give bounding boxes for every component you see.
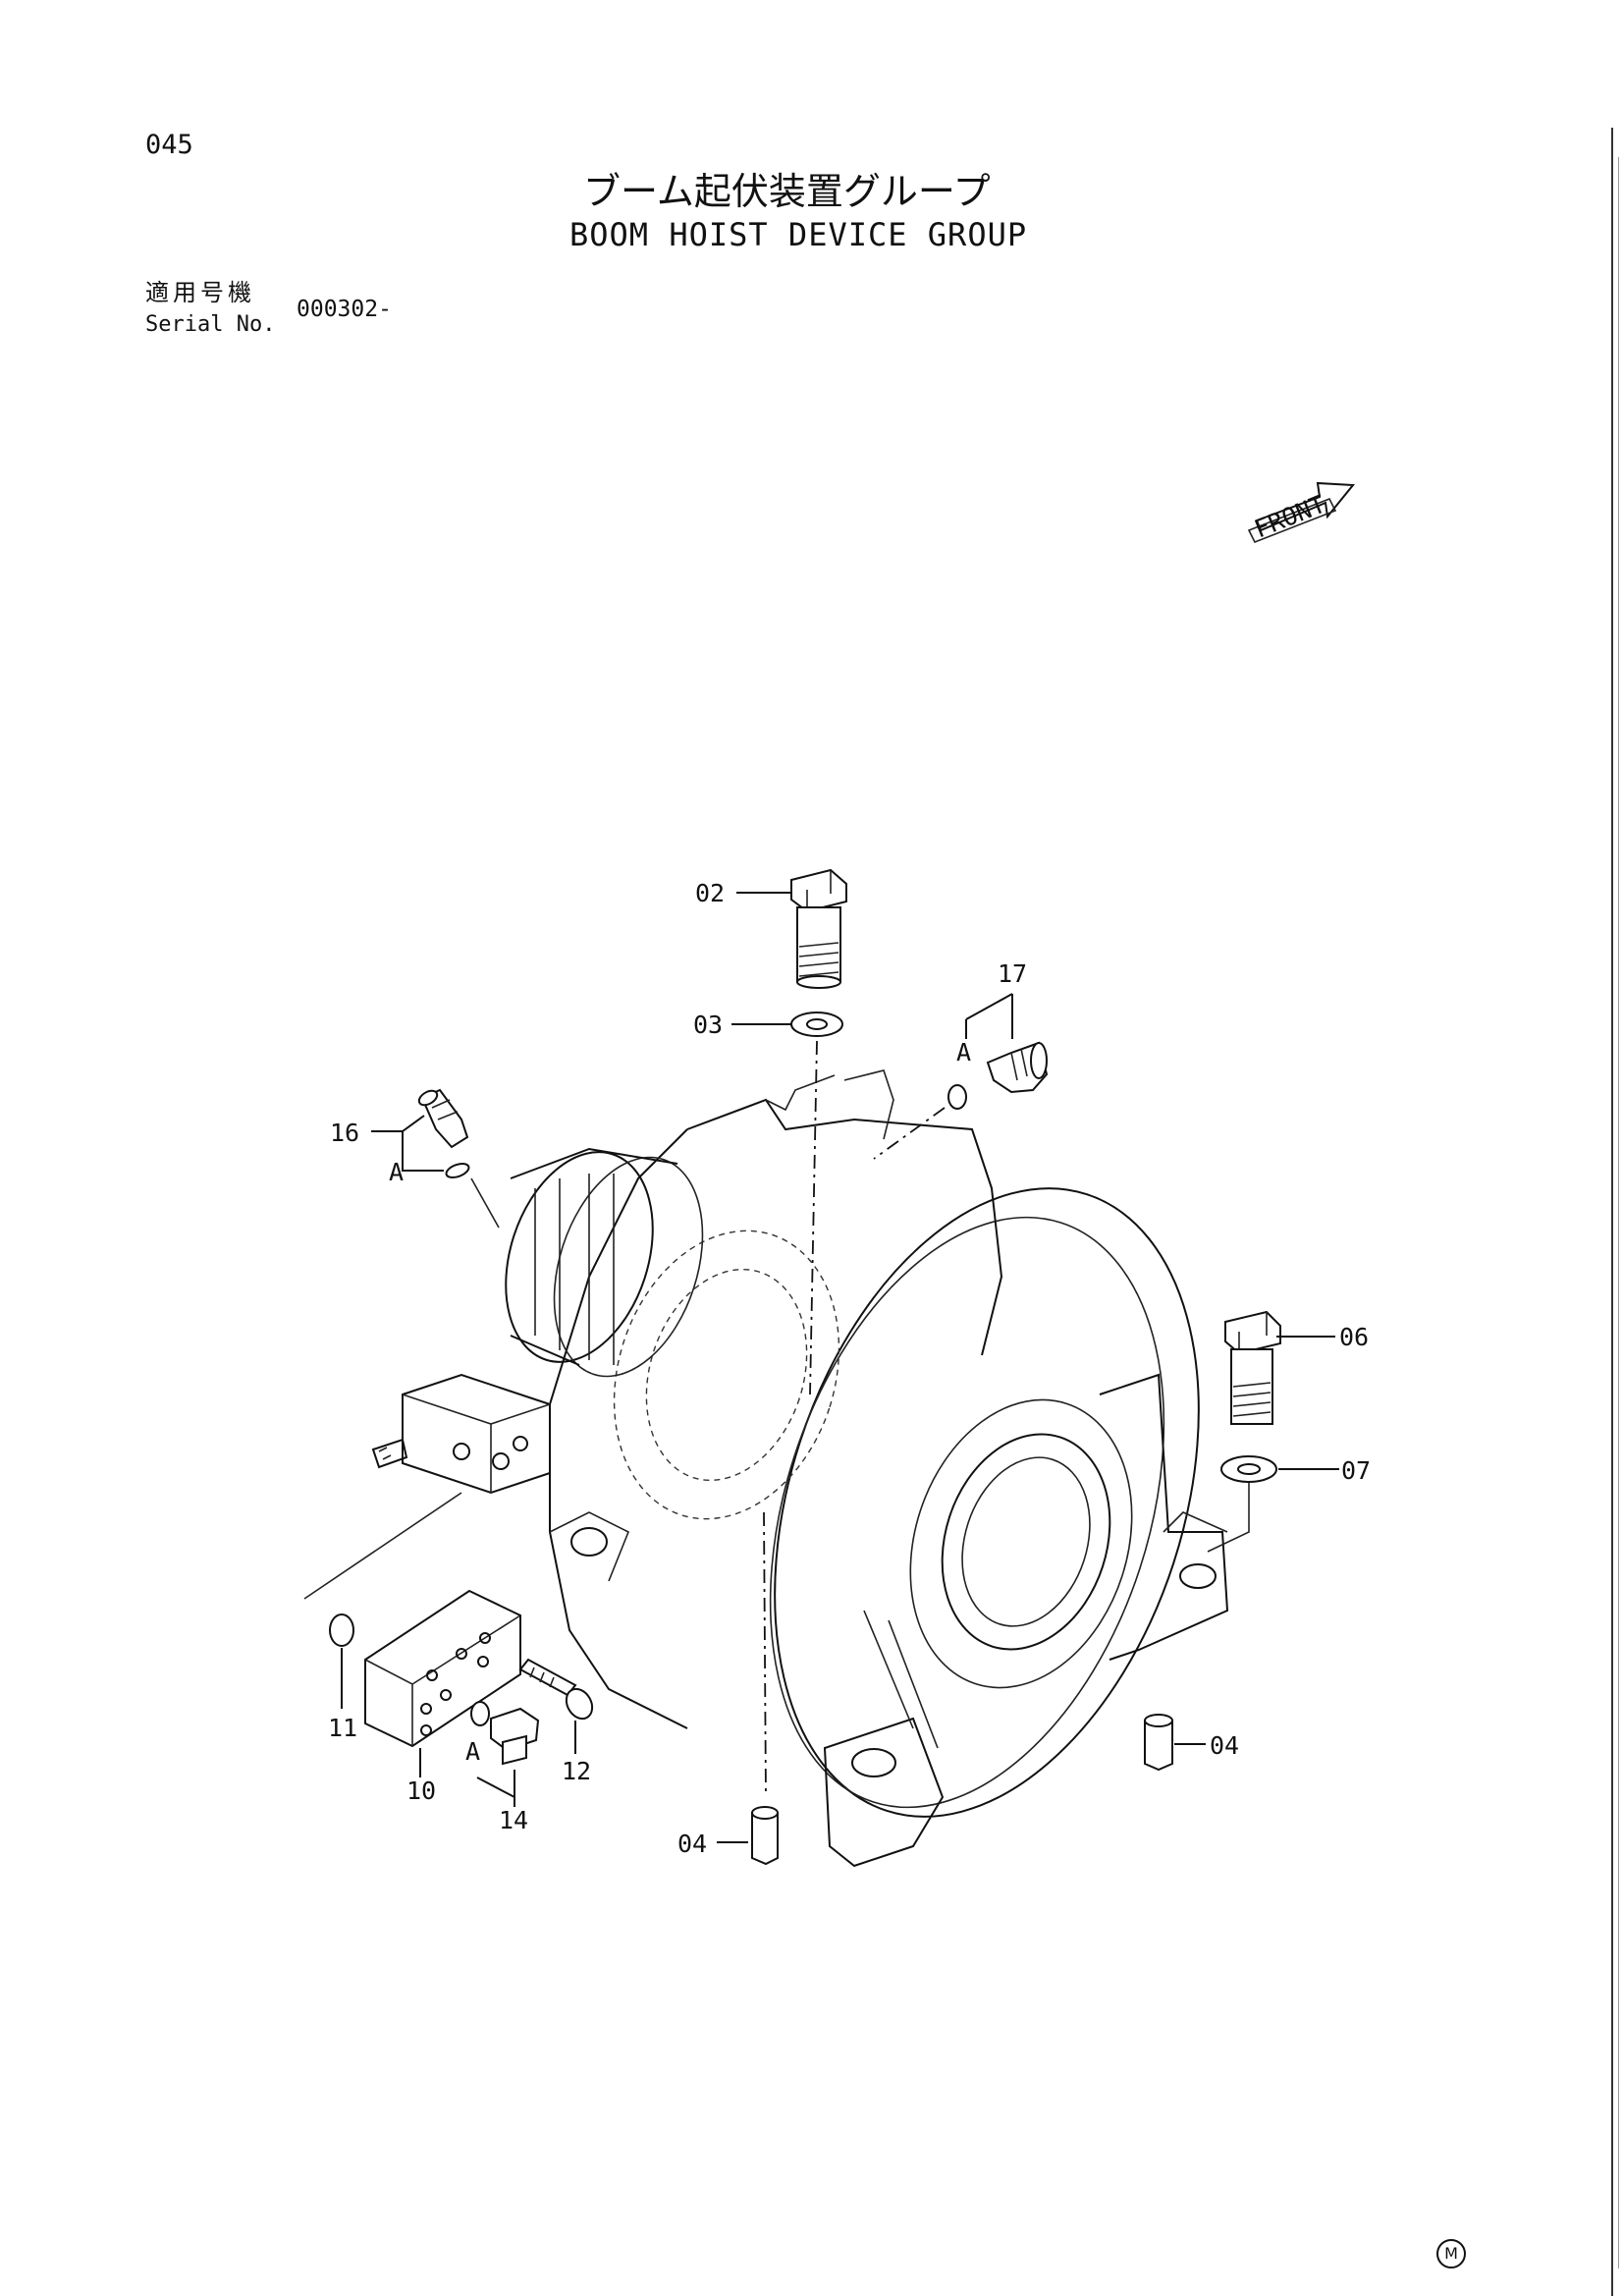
leader-17: [965, 993, 1013, 1039]
adapter-fitting-16: [417, 1088, 469, 1149]
elbow-fitting-17: [986, 1041, 1049, 1094]
callout-04-bottom: 04: [677, 1830, 707, 1858]
pin-04-right: [1144, 1714, 1173, 1772]
washer-07-leader: [1207, 1483, 1250, 1553]
o-ring-a-bottom: [470, 1701, 490, 1726]
page-title-japanese: ブーム起伏装置グループ: [583, 170, 991, 213]
pin-04-bottom: [751, 1806, 779, 1866]
leader-14: [476, 1770, 515, 1807]
callout-10: 10: [406, 1777, 436, 1805]
callout-12: 12: [562, 1757, 591, 1785]
callout-02: 02: [695, 879, 725, 907]
valve-block-10: [364, 1589, 521, 1748]
callout-04-right: 04: [1210, 1731, 1239, 1760]
serial-label-english: Serial No.: [145, 312, 276, 337]
hydraulic-motor-assembly: [371, 1147, 704, 1495]
fitting-16-axis-line: [470, 1177, 500, 1229]
callout-03: 03: [693, 1011, 723, 1039]
page-edge-rule-secondary: [1618, 157, 1619, 2269]
serial-number-value: 000302-: [297, 297, 392, 322]
front-label: FRONT: [1250, 489, 1329, 543]
callout-06: 06: [1339, 1323, 1369, 1351]
bolt-02: [790, 868, 847, 989]
washer-03: [790, 1011, 843, 1037]
drum-axis-line: [763, 1511, 767, 1798]
callout-a-bottom: A: [465, 1737, 480, 1766]
block-11-axis-line: [303, 1492, 462, 1600]
footer-m-mark: M: [1436, 2239, 1466, 2269]
callout-11: 11: [328, 1714, 357, 1742]
page-number: 045: [145, 130, 193, 160]
o-ring-11: [329, 1613, 354, 1647]
o-ring-a-right: [947, 1084, 967, 1110]
winch-housing: [549, 1069, 1229, 1868]
socket-bolt-12: [518, 1658, 594, 1721]
page-edge-rule: [1611, 128, 1613, 2296]
leader-16: [371, 1115, 444, 1172]
callout-07: 07: [1341, 1456, 1371, 1485]
o-ring-a-left: [445, 1163, 470, 1178]
serial-label-japanese: 適用号機: [145, 279, 255, 306]
callout-16: 16: [330, 1119, 359, 1147]
callout-14: 14: [499, 1806, 528, 1834]
callout-a-left: A: [389, 1158, 404, 1186]
callout-a-right: A: [956, 1038, 971, 1066]
washer-07: [1220, 1455, 1277, 1483]
bolt-06: [1224, 1310, 1281, 1425]
callout-17: 17: [998, 959, 1027, 988]
center-axis-line: [809, 1040, 818, 1395]
front-arrow-badge: FRONT: [1247, 481, 1356, 544]
page-title-english: BOOM HOIST DEVICE GROUP: [569, 216, 1028, 253]
plug-14: [490, 1707, 540, 1766]
